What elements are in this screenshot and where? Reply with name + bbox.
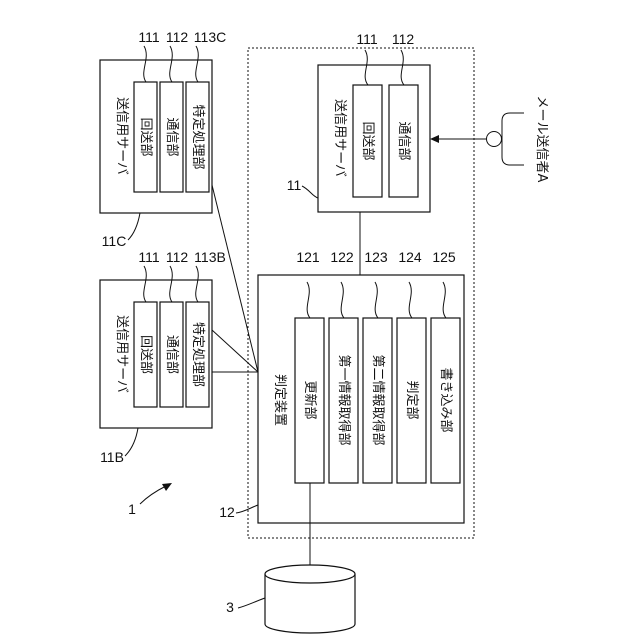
judge-unit-judge-ref: 124 xyxy=(398,249,422,265)
connector-line xyxy=(212,185,258,372)
database-ref: 3 xyxy=(226,599,234,615)
judge-unit-update-label: 更新部 xyxy=(302,380,318,419)
server-11c-unit-comm-ref: 112 xyxy=(166,29,189,45)
server-11b-unit-forward-ref: 111 xyxy=(138,249,159,265)
server-11c-unit-comm-label: 通信部 xyxy=(164,117,179,156)
database-cylinder xyxy=(265,565,355,633)
server-11b-title: 送信用サーバ xyxy=(114,315,129,393)
leader-line xyxy=(236,505,258,513)
server-11b-unit-special-ref: 113B xyxy=(194,249,226,265)
server-11: 送信用サーバ 回送部 通信部 111 112 11 xyxy=(287,31,430,212)
system-ref-arrow xyxy=(140,486,166,504)
person-icon-body xyxy=(502,113,524,165)
server-11c-ref: 11C xyxy=(102,233,127,249)
server-11b-unit-comm-label: 通信部 xyxy=(164,335,179,374)
system-ref: 1 xyxy=(128,501,136,517)
arrow-head xyxy=(430,135,439,143)
server-11c-title: 送信用サーバ xyxy=(114,97,129,175)
server-11b-unit-comm-ref: 112 xyxy=(166,249,189,265)
judge-unit-judge-label: 判定部 xyxy=(404,380,419,419)
judge-unit-info2-ref: 123 xyxy=(364,249,388,265)
server-11-unit-forward-ref: 111 xyxy=(356,31,377,47)
judge-unit-update-ref: 121 xyxy=(296,249,320,265)
server-11b: 送信用サーバ 回送部 通信部 特定処理部 111 112 113B 11B xyxy=(100,249,226,465)
leader-line xyxy=(238,598,265,608)
judge-unit-write-label: 書き込み部 xyxy=(438,367,453,432)
leader-line xyxy=(125,428,138,456)
mail-sender: メール送信者A xyxy=(430,96,549,183)
server-11-unit-comm-ref: 112 xyxy=(392,31,415,47)
server-11c-unit-special-ref: 113C xyxy=(194,29,226,45)
judge-unit-write-ref: 125 xyxy=(432,249,456,265)
server-11c-unit-forward-label: 回送部 xyxy=(138,117,153,156)
judge-device-ref: 12 xyxy=(219,504,235,520)
server-11-unit-comm-label: 通信部 xyxy=(396,121,411,160)
server-11b-ref: 11B xyxy=(100,449,124,465)
judge-unit-info1-label: 第一情報取得部 xyxy=(336,354,352,445)
database-top xyxy=(265,565,355,583)
judge-device-title: 判定装置 xyxy=(272,374,287,426)
server-11b-unit-forward-label: 回送部 xyxy=(138,335,153,374)
judge-unit-info2-label: 第二情報取得部 xyxy=(370,354,386,445)
judge-unit-info1-ref: 122 xyxy=(330,249,354,265)
server-11c: 送信用サーバ 回送部 通信部 特定処理部 111 112 113C 11C xyxy=(100,29,226,249)
server-11-unit-forward-label: 回送部 xyxy=(360,121,375,160)
server-11b-unit-special-label: 特定処理部 xyxy=(190,322,205,387)
server-11c-unit-forward-ref: 111 xyxy=(138,29,159,45)
connector-line xyxy=(212,330,258,372)
server-11-title: 送信用サーバ xyxy=(332,99,347,177)
person-icon-head xyxy=(487,132,502,147)
mail-sender-label: メール送信者A xyxy=(534,96,549,183)
server-11-ref: 11 xyxy=(287,177,302,193)
judge-device-12: 判定装置 更新部 第一情報取得部 第二情報取得部 判定部 書き込み部 121 1… xyxy=(219,249,464,523)
leader-line xyxy=(302,186,318,198)
server-11c-unit-special-label: 特定処理部 xyxy=(190,104,205,169)
leader-line xyxy=(128,213,140,240)
